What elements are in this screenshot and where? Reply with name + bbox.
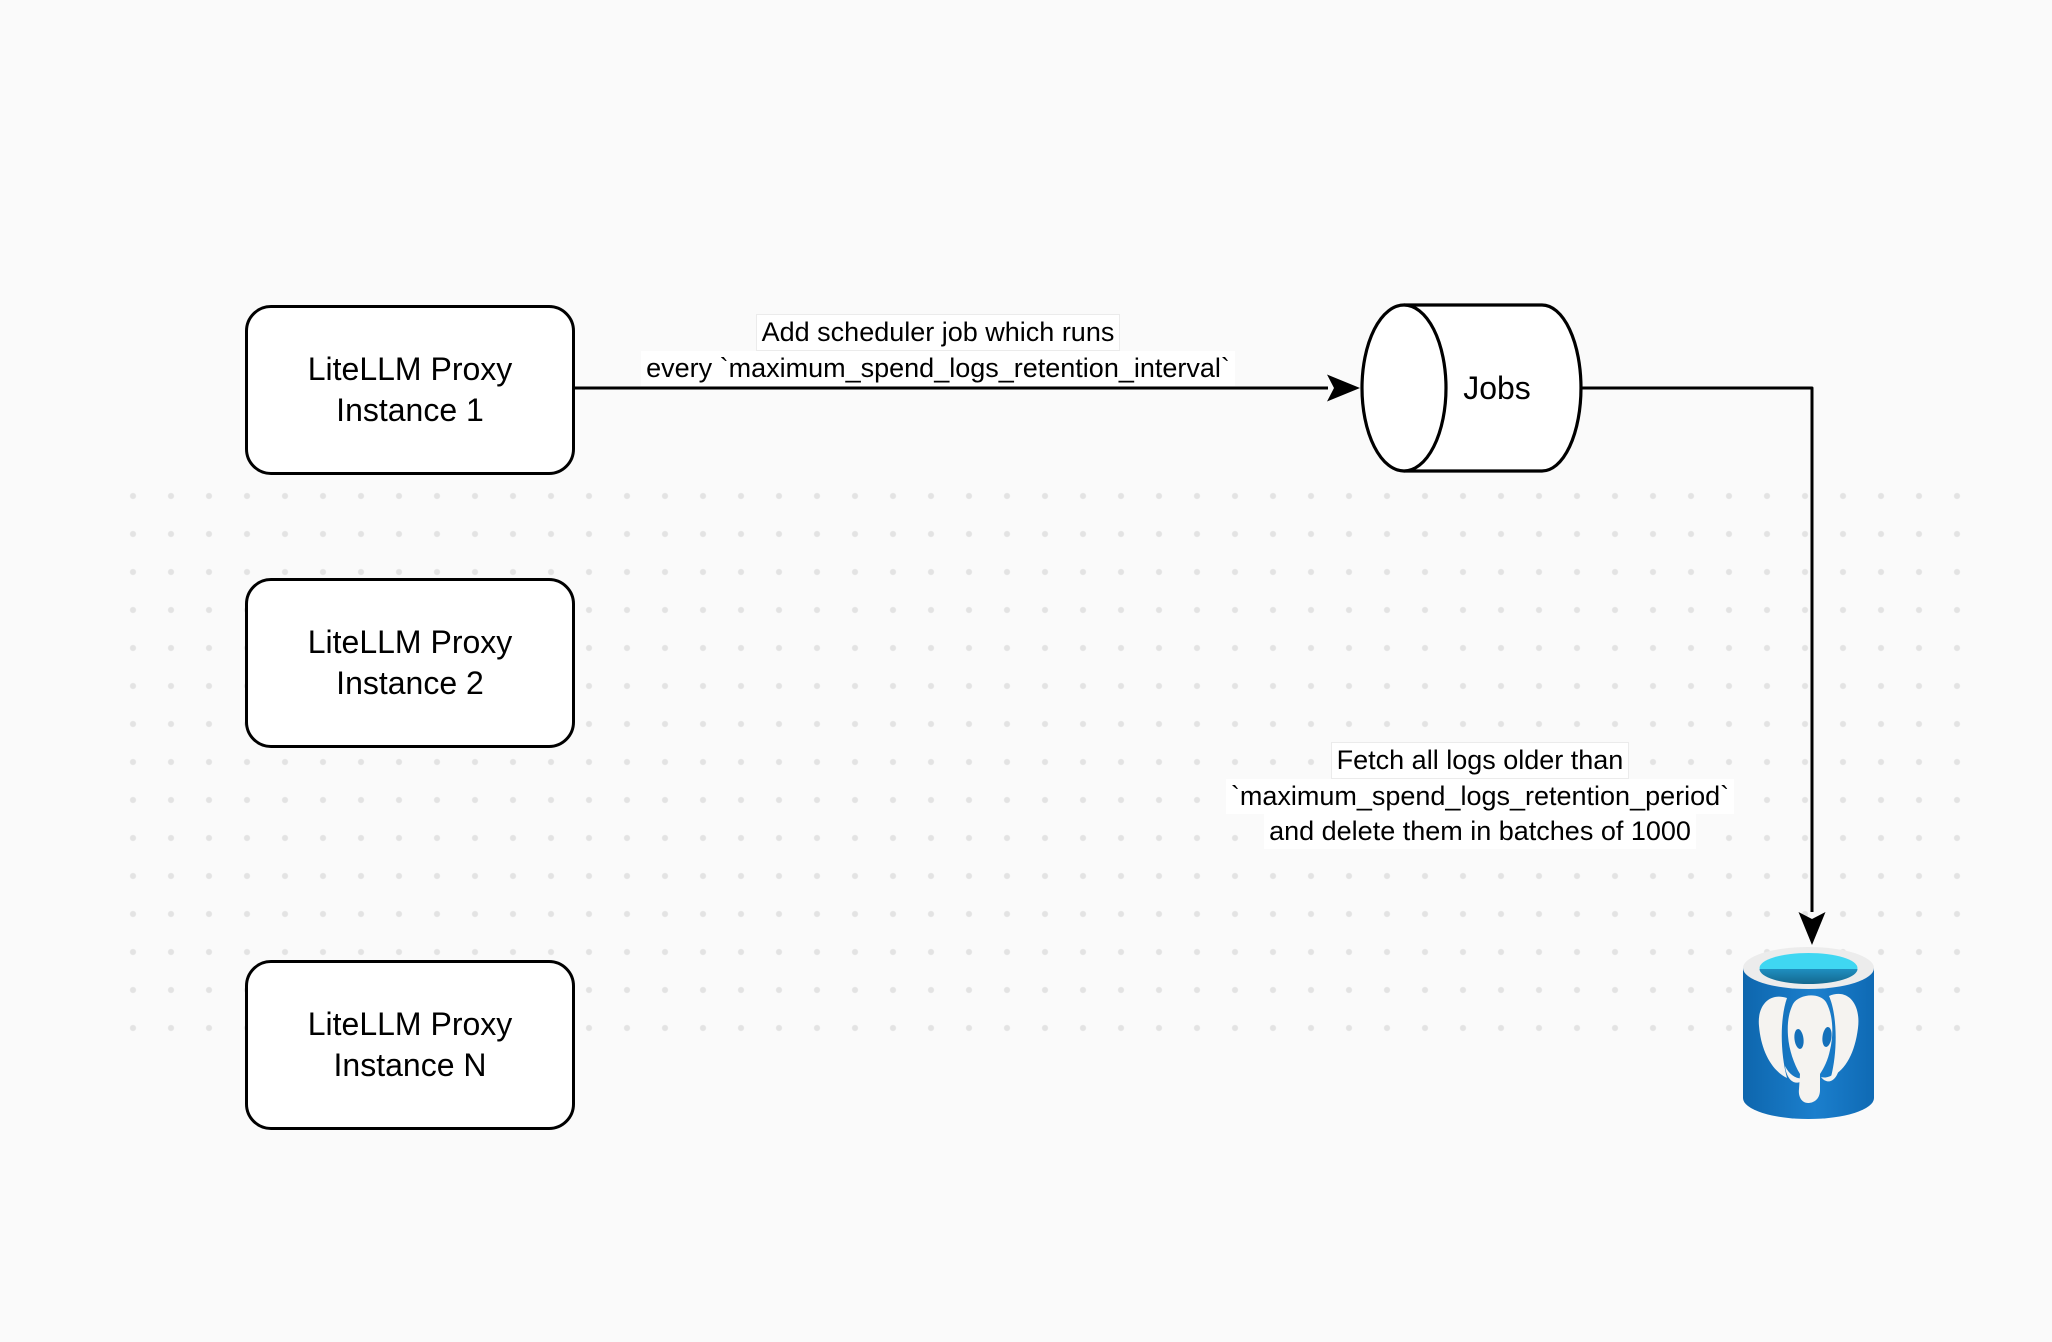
postgres-opening-front	[1759, 969, 1858, 984]
postgresql-database-icon	[1743, 947, 1874, 1119]
node-label-line: LiteLLM Proxy	[307, 1006, 513, 1042]
litellm-proxy-instance-n-node: LiteLLM Proxy Instance N	[245, 960, 575, 1130]
edge-proxy1-to-jobs	[572, 374, 1360, 402]
node-label-line: Instance 1	[336, 392, 484, 428]
arrowhead-icon	[1798, 912, 1826, 945]
jobs-node-label: Jobs	[1463, 370, 1531, 406]
arrowhead-icon	[1327, 374, 1360, 402]
node-label-line: Instance 2	[336, 665, 484, 701]
edge-label-line: `maximum_spend_logs_retention_period`	[1225, 779, 1735, 814]
edge-label-line: every `maximum_spend_logs_retention_inte…	[641, 351, 1235, 386]
jobs-node-shape	[1360, 303, 1583, 473]
edge-label-add-scheduler-job: Add scheduler job which runs every `maxi…	[558, 314, 1318, 386]
edge-label-line: Add scheduler job which runs	[755, 314, 1121, 351]
edge-label-fetch-and-delete-logs: Fetch all logs older than `maximum_spend…	[1130, 742, 1830, 849]
node-label-line: LiteLLM Proxy	[307, 624, 513, 660]
litellm-proxy-instance-2-node: LiteLLM Proxy Instance 2	[245, 578, 575, 748]
postgres-elephant-icon	[1758, 993, 1859, 1103]
node-label-line: Instance N	[333, 1047, 487, 1083]
node-label-line: LiteLLM Proxy	[307, 351, 513, 387]
edge-label-line: Fetch all logs older than	[1330, 742, 1630, 779]
dot-grid-background	[114, 477, 1976, 1043]
edge-label-line: and delete them in batches of 1000	[1264, 814, 1696, 849]
litellm-proxy-instance-1-node: LiteLLM Proxy Instance 1	[245, 305, 575, 475]
edge-jobs-to-postgres	[1581, 386, 1826, 945]
